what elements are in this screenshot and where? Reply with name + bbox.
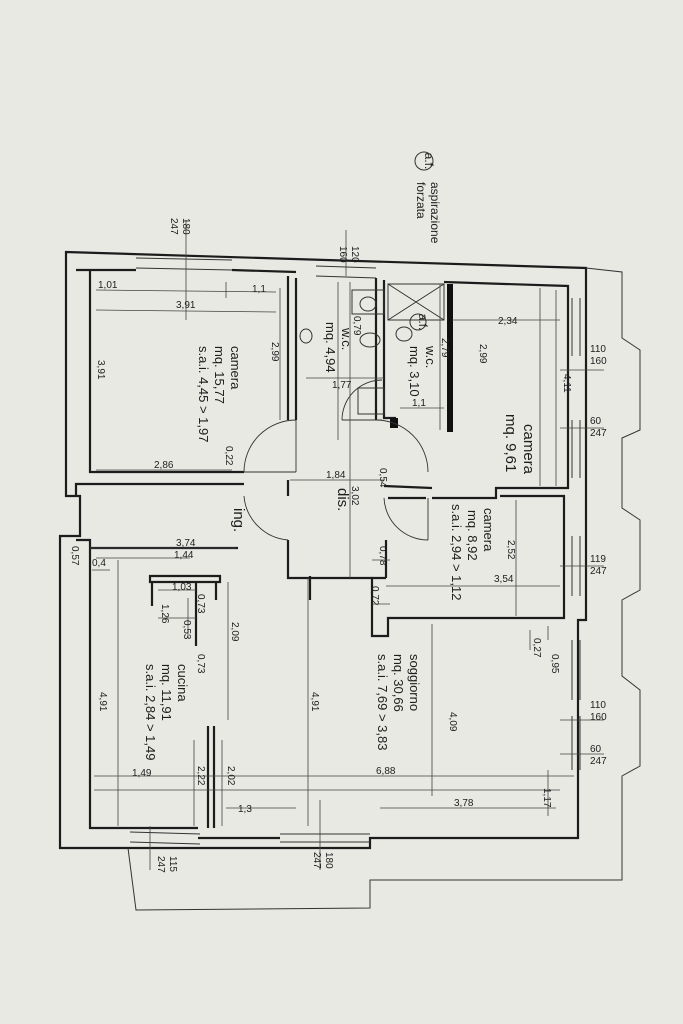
room-cucina-sai: s.a.i. 2,84 > 1,49 [143,664,158,760]
dim-label: 3,54 [494,574,514,585]
dim-label: 0,27 [531,638,542,658]
room-camera-2-area: mq. 9,61 [502,414,519,472]
window-5-width: 119 [590,554,606,565]
dim-label: 6,88 [376,766,396,777]
window-7-width: 60 [590,744,602,755]
dim-label: 1,49 [132,768,152,779]
dim-label: 3,78 [454,798,474,809]
dim-label: 2,02 [225,766,236,786]
window-2-height: 160 [337,246,348,263]
window-5-height: 247 [590,566,607,577]
dim-label: 1,17 [541,788,552,808]
balcony-outline [127,267,641,911]
room-wc-1-name: w.c. [339,327,354,350]
dimension-lines [90,220,604,870]
dim-label: 0,73 [195,654,206,674]
window-2-width: 120 [349,246,360,263]
dim-label: 2,34 [498,316,518,327]
bathroom-fixtures [299,283,445,415]
dim-label: 1,3 [238,804,252,815]
dim-label: 1,77 [332,380,352,391]
legend-af-symbol [414,151,434,171]
window-9-height: 247 [311,852,322,869]
dim-label: 2,52 [505,540,516,560]
window-labels: 180 247 120 160 110 160 60 247 119 247 1… [155,218,607,873]
legend-line2: forzata [414,182,428,219]
window-9-width: 180 [323,852,334,869]
window-7-height: 247 [590,756,607,767]
legend-af-label: a.f. [422,153,436,170]
room-cucina-name: cucina [175,664,190,702]
room-wc-2-area: mq. 3,10 [407,346,422,397]
dim-label: 1,1 [252,284,266,295]
legend-line1: aspirazione [428,182,442,244]
dim-label: 1,03 [172,582,192,593]
dim-label: 4,91 [309,692,320,712]
window-1-height: 247 [168,218,179,235]
legend: a.f. aspirazione forzata [414,151,442,244]
window-6-width: 110 [590,700,606,711]
dim-label: 1,44 [174,550,194,561]
window-8-height: 247 [155,856,166,873]
dim-label: 0,53 [181,620,192,640]
window-3-width: 110 [590,344,606,355]
room-dis-name: dis. [334,488,351,511]
dim-label: 3,74 [176,538,196,549]
room-soggiorno-area: mq. 30,66 [391,654,406,712]
dim-label: 3,91 [95,360,106,380]
room-camera-1-name: camera [228,346,243,390]
dim-label: 2,22 [195,766,206,786]
dim-label: 3,91 [176,300,196,311]
dim-label: 0,22 [223,446,234,466]
dim-label: 4,11 [561,374,572,393]
dim-label: 0,95 [549,654,560,674]
room-ing-name: ing. [230,508,247,532]
dim-label: 1,1 [412,398,426,409]
room-camera-1-area: mq. 15,77 [212,346,227,404]
dim-label: 0,54 [377,468,388,488]
dim-label: 0,79 [351,316,362,336]
window-3-height: 160 [590,356,607,367]
dim-label: 3,02 [349,486,360,506]
window-1-width: 180 [180,218,191,235]
window-4-width: 60 [590,416,602,427]
dim-label: 1,26 [159,604,170,624]
dim-label: 2,99 [477,344,488,364]
dim-label: 0,4 [92,558,106,569]
room-cucina-area: mq. 11,91 [159,664,174,721]
dim-label: 2,79 [439,338,450,358]
room-labels: camera mq. 15,77 s.a.i. 4,45 > 1,97 came… [143,313,537,760]
room-camera-1-sai: s.a.i. 4,45 > 1,97 [196,346,211,442]
dim-label: 2,09 [229,622,240,642]
window-8-width: 115 [167,856,178,872]
window-4-height: 247 [590,428,607,439]
room-wc-2-af: a.f. [416,314,430,331]
dim-label: 0,57 [69,546,80,566]
dim-label: 2,86 [154,460,174,471]
room-soggiorno-name: soggiorno [407,654,422,711]
dim-label: 1,84 [326,470,346,481]
door-swings [243,379,429,541]
room-camera-3-name: camera [481,508,496,552]
dim-label: 0,72 [369,586,380,606]
dim-label: 2,99 [269,342,280,362]
room-wc-2-name: w.c. [423,345,438,368]
dim-label: 4,09 [447,712,458,732]
dim-label: 0,73 [195,594,206,614]
wc-2-af-symbol [409,313,427,331]
room-wc-1-area: mq. 4,94 [323,322,338,373]
room-camera-2-name: camera [520,424,537,475]
dimension-labels: 1,01 1,1 3,91 3,91 2,99 2,86 0,22 0,79 1… [69,280,572,815]
dim-label: 0,78 [377,546,388,566]
room-camera-3-area: mq. 8,92 [465,510,480,561]
window-6-height: 160 [590,712,607,723]
exterior-walls [58,250,588,850]
dim-label: 4,91 [97,692,108,712]
room-soggiorno-sai: s.a.i. 7,69 > 3,83 [375,654,390,750]
room-camera-3-sai: s.a.i. 2,94 > 1,12 [449,504,464,600]
dim-label: 1,01 [98,280,118,291]
